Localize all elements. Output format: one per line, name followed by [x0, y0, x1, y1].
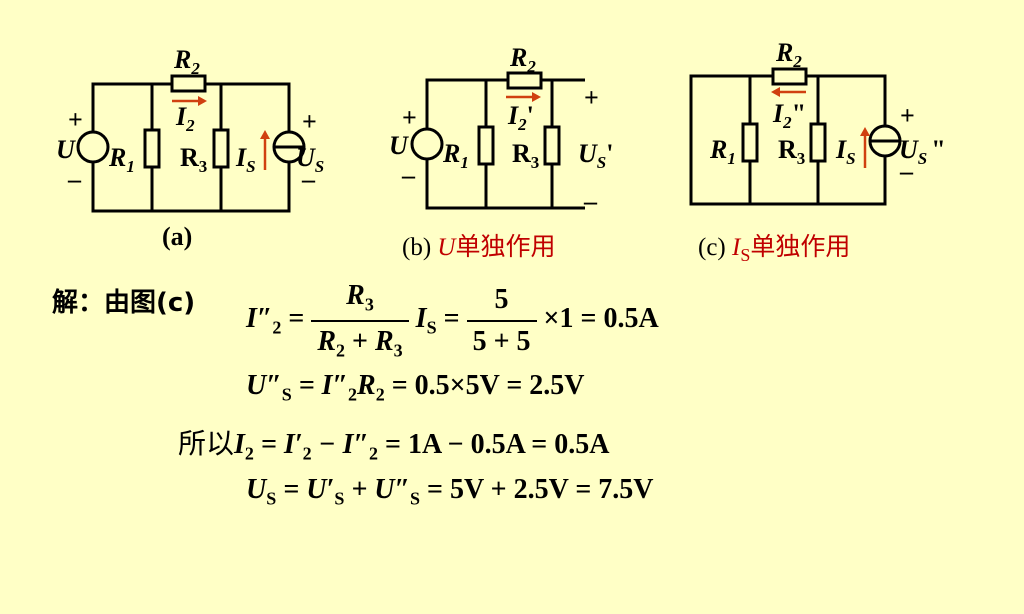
label-r3-b: R3 [512, 139, 539, 172]
label-plus-u-b: + [402, 103, 417, 132]
label-r3-a: R3 [180, 143, 207, 176]
circuit-a [76, 74, 306, 213]
equation-3: 所以I2 = I′2 − I″2 = 1A − 0.5A = 0.5A [178, 427, 610, 464]
label-plus-us-c: + [900, 101, 915, 130]
label-i2-a: I2 [175, 102, 195, 135]
resistor-r2-b [506, 71, 543, 90]
solution-intro: 解：由图(c) [52, 288, 196, 318]
label-plus-us-a: + [302, 107, 317, 136]
label-us-c: US" [899, 135, 946, 168]
label-r2-a: R2 [173, 45, 200, 78]
label-u-a: U [56, 135, 76, 164]
label-minus-u-b: – [401, 161, 416, 190]
voltage-source-u-a [76, 130, 110, 164]
label-us-a: US [296, 143, 324, 176]
resistor-r3-b [543, 125, 561, 166]
label-minus-us-b: – [583, 187, 598, 216]
label-minus-u-a: – [67, 165, 82, 194]
label-plus-us-b: + [584, 83, 599, 112]
label-plus-u-a: + [68, 105, 83, 134]
caption-b: (b) U单独作用 [402, 232, 556, 261]
label-i2-c: I2" [772, 99, 806, 132]
label-r1-a: R1 [108, 143, 135, 176]
resistor-r3-c [809, 122, 827, 163]
caption-c: (c) IS单独作用 [698, 232, 851, 265]
resistor-r1-c [741, 122, 759, 163]
label-r1-b: R1 [442, 139, 469, 172]
label-is-c: IS [835, 135, 856, 168]
label-u-b: U [389, 131, 409, 160]
circuit-c [689, 67, 902, 206]
circuit-b [410, 71, 585, 210]
equation-4: US = U′S + U″S = 5V + 2.5V = 7.5V [246, 474, 654, 509]
resistor-r2-a [170, 74, 207, 93]
equation-2: U″S = I″2R2 = 0.5×5V = 2.5V [246, 370, 585, 405]
resistor-r2-c [771, 67, 808, 86]
voltage-source-u-b [410, 127, 444, 161]
label-minus-us-a: – [301, 165, 316, 194]
label-minus-us-c: – [899, 157, 914, 186]
label-r2-b: R2 [509, 43, 536, 76]
label-r1-c: R1 [709, 135, 736, 168]
resistor-r3-a [212, 128, 230, 169]
caption-a: (a) [162, 222, 192, 251]
label-r3-c: R3 [778, 135, 805, 168]
label-us-b: US' [578, 139, 613, 172]
label-is-a: IS [235, 143, 256, 176]
label-r2-c: R2 [775, 38, 802, 71]
resistor-r1-b [477, 125, 495, 166]
label-i2-b: I2' [507, 101, 534, 134]
resistor-r1-a [143, 128, 161, 169]
